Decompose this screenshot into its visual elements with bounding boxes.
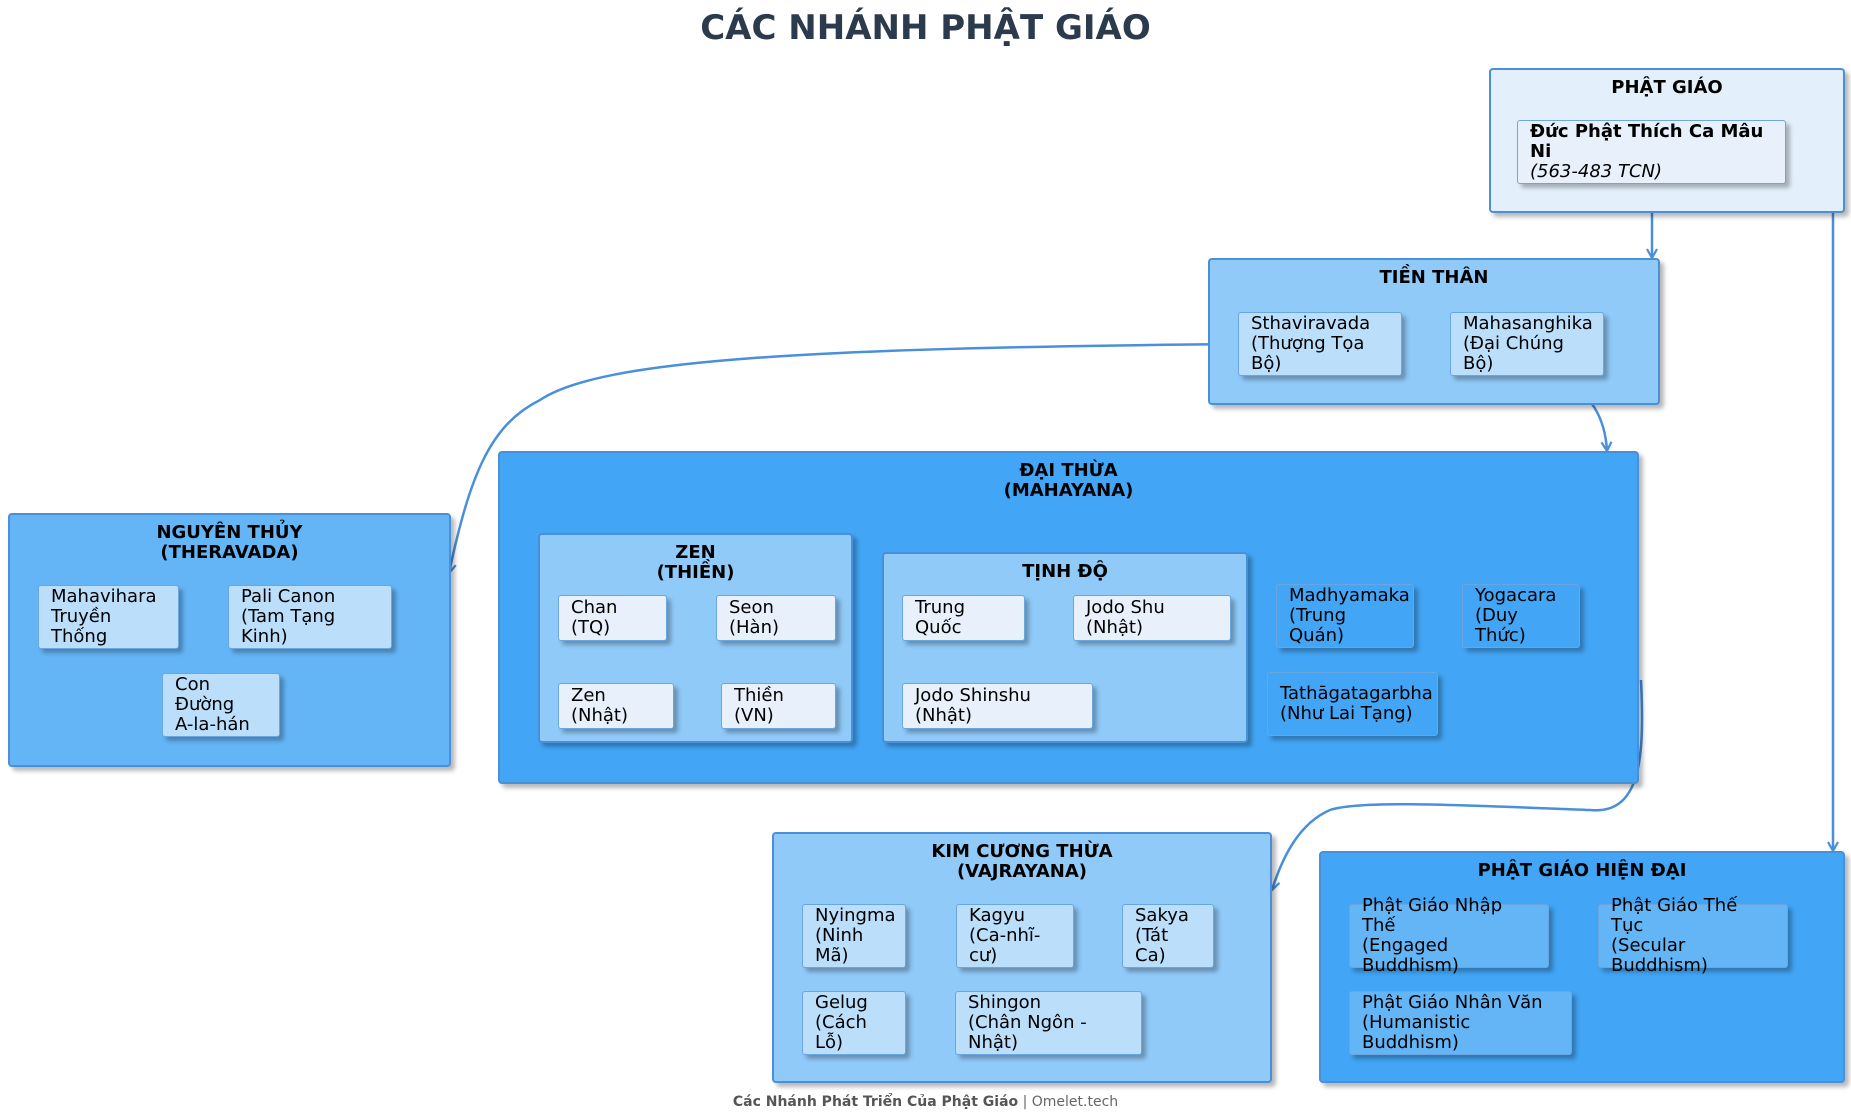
founder-years: (563-483 TCN) (1530, 161, 1663, 182)
group-dai-thua: ĐẠI THỪA (MAHAYANA) ZEN (THIỀN) Chan (TQ… (498, 451, 1639, 784)
node-sakya[interactable]: Sakya (Tát Ca) (1122, 904, 1214, 968)
group-title: NGUYÊN THỦY (THERAVADA) (156, 522, 303, 563)
group-tinh-do: TỊNH ĐỘ Trung Quốc Jodo Shu (Nhật) Jodo … (882, 552, 1248, 743)
node-jodo-shu[interactable]: Jodo Shu (Nhật) (1073, 595, 1231, 641)
node-kagyu[interactable]: Kagyu (Ca-nhĩ-cư) (956, 904, 1074, 968)
node-jodo-shinshu[interactable]: Jodo Shinshu (Nhật) (902, 683, 1093, 729)
group-tien-than: TIỀN THÂN Sthaviravada (Thượng Tọa Bộ) M… (1208, 258, 1660, 405)
node-mahasanghika[interactable]: Mahasanghika (Đại Chúng Bộ) (1450, 312, 1604, 376)
group-hien-dai: PHẬT GIÁO HIỆN ĐẠI Phật Giáo Nhập Thế (E… (1319, 851, 1845, 1083)
diagram-title: CÁC NHÁNH PHẬT GIÁO (700, 8, 1151, 48)
node-yogacara[interactable]: Yogacara (Duy Thức) (1462, 584, 1580, 648)
group-title: ZEN (THIỀN) (656, 542, 735, 583)
footer: Các Nhánh Phát Triển Của Phật Giáo | Ome… (0, 1094, 1851, 1110)
group-title: ĐẠI THỪA (MAHAYANA) (1003, 460, 1134, 501)
node-trung-quoc[interactable]: Trung Quốc (902, 595, 1025, 641)
footer-site: Omelet.tech (1031, 1094, 1119, 1110)
node-founder[interactable]: Đức Phật Thích Ca Mâu Ni (563-483 TCN) (1517, 120, 1786, 184)
node-gelug[interactable]: Gelug (Cách Lỗ) (802, 991, 906, 1055)
node-tathagatagarbha[interactable]: Tathāgatagarbha (Như Lai Tạng) (1267, 672, 1438, 736)
node-con-duong[interactable]: Con Đường A-la-hán (162, 673, 280, 737)
group-phat-giao: PHẬT GIÁO Đức Phật Thích Ca Mâu Ni (563-… (1489, 68, 1845, 213)
group-title: PHẬT GIÁO (1611, 77, 1723, 98)
node-mahavihara[interactable]: Mahavihara Truyền Thống (38, 585, 179, 649)
group-nguyen-thuy: NGUYÊN THỦY (THERAVADA) Mahavihara Truyề… (8, 513, 451, 767)
node-sthaviravada[interactable]: Sthaviravada (Thượng Tọa Bộ) (1238, 312, 1402, 376)
group-zen: ZEN (THIỀN) Chan (TQ) Seon (Hàn) Zen (Nh… (538, 533, 853, 743)
footer-caption: Các Nhánh Phát Triển Của Phật Giáo (732, 1094, 1019, 1110)
group-title: PHẬT GIÁO HIỆN ĐẠI (1477, 860, 1687, 881)
group-title: KIM CƯƠNG THỪA (VAJRAYANA) (931, 841, 1113, 882)
node-pali-canon[interactable]: Pali Canon (Tam Tạng Kinh) (228, 585, 392, 649)
node-seon[interactable]: Seon (Hàn) (716, 595, 836, 641)
founder-name: Đức Phật Thích Ca Mâu Ni (1530, 121, 1764, 162)
node-madhyamaka[interactable]: Madhyamaka (Trung Quán) (1276, 584, 1414, 648)
node-nyingma[interactable]: Nyingma (Ninh Mã) (802, 904, 906, 968)
node-zen-nhat[interactable]: Zen (Nhật) (558, 683, 674, 729)
node-shingon[interactable]: Shingon (Chân Ngôn - Nhật) (955, 991, 1142, 1055)
node-humanistic[interactable]: Phật Giáo Nhân Văn (Humanistic Buddhism) (1349, 991, 1572, 1055)
node-thien-vn[interactable]: Thiền (VN) (721, 683, 836, 729)
group-title: TIỀN THÂN (1379, 267, 1489, 288)
node-secular[interactable]: Phật Giáo Thế Tục (Secular Buddhism) (1598, 896, 1788, 976)
node-engaged[interactable]: Phật Giáo Nhập Thế (Engaged Buddhism) (1349, 896, 1549, 976)
node-chan[interactable]: Chan (TQ) (558, 595, 667, 641)
group-kim-cuong: KIM CƯƠNG THỪA (VAJRAYANA) Nyingma (Ninh… (772, 832, 1272, 1083)
group-title: TỊNH ĐỘ (1022, 561, 1108, 582)
footer-separator: | (1018, 1094, 1032, 1110)
